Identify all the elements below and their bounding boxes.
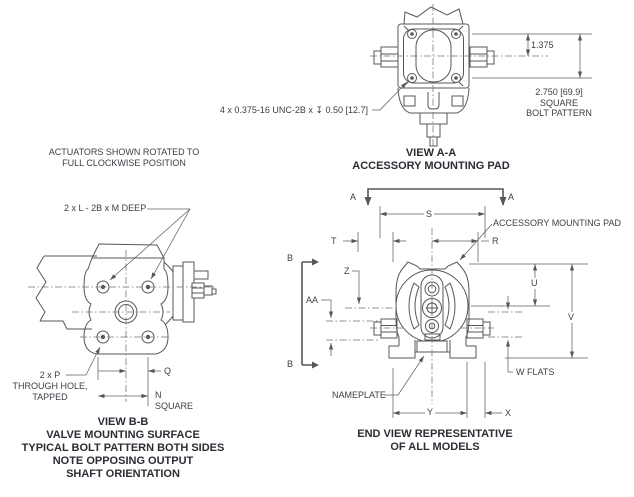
- section-a-label-right: A: [508, 192, 515, 202]
- dim-q-label: Q: [164, 366, 172, 376]
- end-view-drawing: [301, 188, 588, 418]
- dim-n-label: N: [155, 390, 162, 400]
- through-hole-line2: THROUGH HOLE,: [12, 381, 88, 391]
- dim-w-flats-label: W FLATS: [516, 367, 555, 377]
- dim-y-label: Y: [425, 407, 436, 418]
- through-hole-line3: TAPPED: [32, 392, 68, 402]
- bolt-pattern-dim-line3: BOLT PATTERN: [526, 108, 592, 118]
- dim-r-label: R: [492, 236, 499, 246]
- view-bb-caption-line4: NOTE OPPOSING OUTPUT: [52, 455, 194, 467]
- view-aa-caption: VIEW A-A ACCESSORY MOUNTING PAD: [331, 147, 531, 173]
- dim-t-label: T: [331, 236, 337, 246]
- dim-x-label: X: [505, 408, 512, 418]
- actuators-note-line1: ACTUATORS SHOWN ROTATED TO: [48, 147, 200, 157]
- view-bb-caption: VIEW B-B VALVE MOUNTING SURFACE TYPICAL …: [3, 416, 243, 481]
- actuators-note: ACTUATORS SHOWN ROTATED TO FULL CLOCKWIS…: [34, 147, 214, 168]
- bolt-spec-callout: 4 x 0.375-16 UNC-2B x ↧ 0.50 [12.7]: [219, 105, 368, 115]
- view-aa-caption-line2: ACCESSORY MOUNTING PAD: [352, 160, 510, 172]
- dim-1375-label: 1.375: [531, 40, 554, 50]
- end-view-caption-line1: END VIEW REPRESENTATIVE: [357, 428, 513, 440]
- view-bb-caption-line3: TYPICAL BOLT PATTERN BOTH SIDES: [21, 442, 225, 454]
- actuators-note-line2: FULL CLOCKWISE POSITION: [62, 157, 186, 168]
- bolt-pattern-dim: 2.750 [69.9] SQUARE BOLT PATTERN: [509, 87, 609, 119]
- accessory-pad-callout: ACCESSORY MOUNTING PAD: [493, 218, 622, 228]
- dim-v-label: V: [566, 312, 577, 323]
- dim-aa-label: AA: [306, 295, 319, 305]
- dim-n-square-label: SQUARE: [155, 401, 194, 411]
- section-b-label-top: B: [287, 253, 294, 263]
- through-hole-line1: 2 x P: [39, 370, 61, 380]
- end-view-caption: END VIEW REPRESENTATIVE OF ALL MODELS: [325, 428, 545, 454]
- dim-u-label: U: [529, 278, 540, 289]
- nameplate-callout: NAMEPLATE: [332, 390, 386, 400]
- view-bb-caption-line2: VALVE MOUNTING SURFACE: [46, 429, 200, 441]
- end-view-caption-line2: OF ALL MODELS: [390, 441, 480, 453]
- dim-s-label: S: [424, 209, 435, 220]
- view-bb-drawing: [28, 208, 217, 406]
- thread-callout: 2 x L - 2B x M DEEP: [64, 203, 147, 213]
- view-bb-caption-line5: SHAFT ORIENTATION: [66, 468, 180, 480]
- bolt-pattern-dim-line2: SQUARE: [539, 97, 578, 108]
- view-aa-caption-line1: VIEW A-A: [405, 147, 457, 159]
- section-a-label-left: A: [350, 192, 357, 202]
- view-bb-caption-line1: VIEW B-B: [97, 416, 149, 428]
- bolt-pattern-dim-line1: 2.750 [69.9]: [535, 87, 583, 97]
- view-aa-drawing: [370, 4, 592, 150]
- dim-z-label: Z: [344, 266, 350, 276]
- through-hole-callout: 2 x P THROUGH HOLE, TAPPED: [10, 370, 90, 403]
- section-b-label-bottom: B: [287, 359, 294, 369]
